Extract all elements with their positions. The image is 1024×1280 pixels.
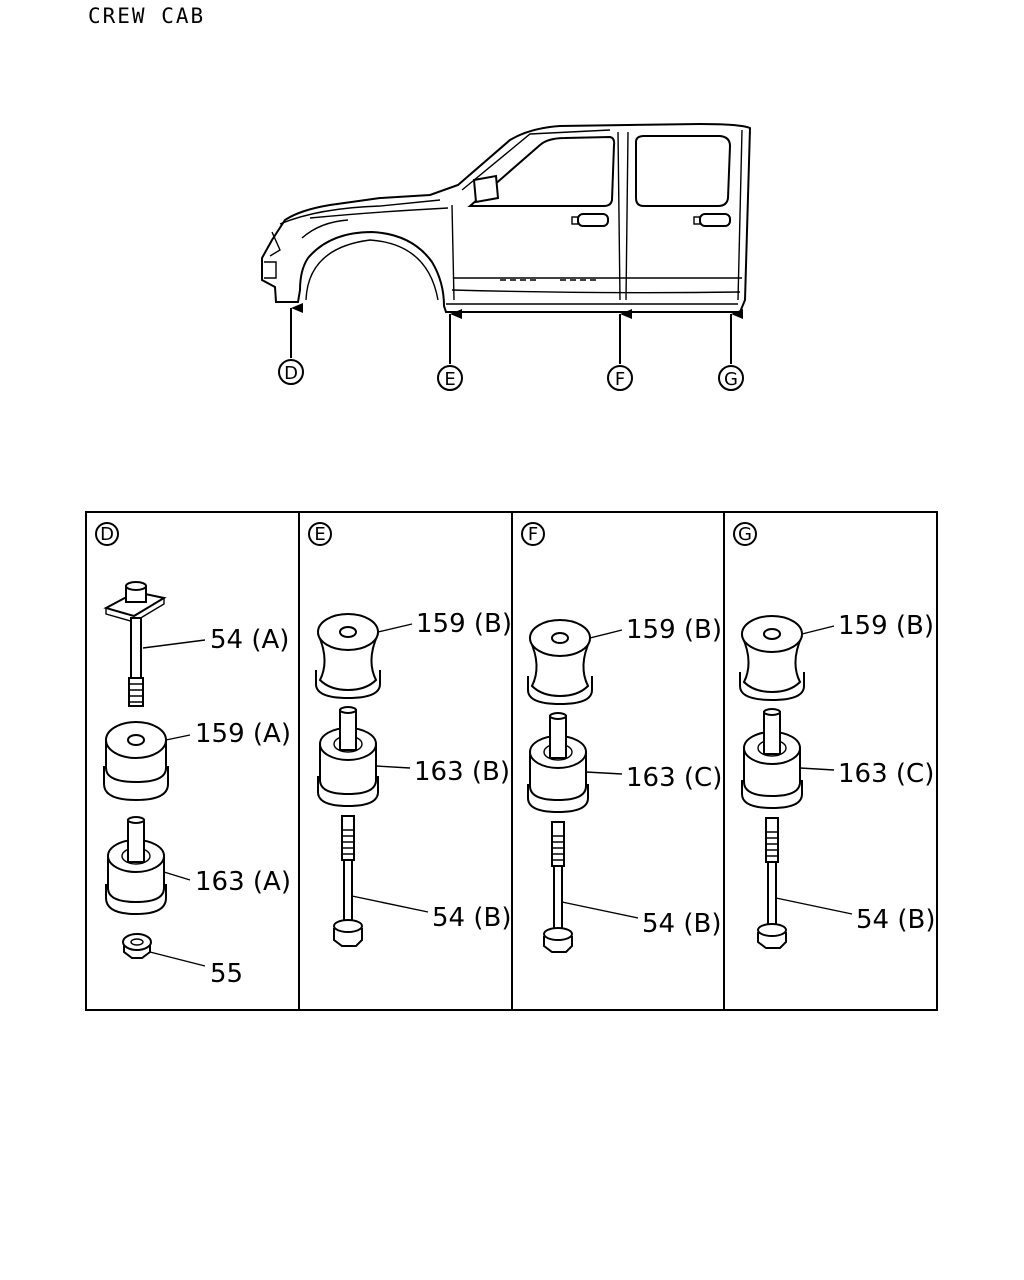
svg-text:D: D — [284, 363, 298, 384]
part-bushing-159a — [103, 721, 169, 802]
part-bushing-163c-g — [741, 708, 803, 810]
label-54b-e: 54 (B) — [432, 903, 511, 933]
label-159b-g: 159 (B) — [838, 611, 934, 641]
part-bolt-54a — [103, 581, 167, 707]
part-bolt-54b-g — [757, 817, 787, 949]
label-163c-g: 163 (C) — [838, 759, 934, 789]
part-bolt-54b-f — [543, 821, 573, 953]
marker-e: E — [437, 365, 463, 391]
marker-d: D — [278, 359, 304, 385]
label-163c-f: 163 (C) — [626, 763, 722, 793]
part-bushing-159b-g — [739, 615, 805, 702]
panel-g-marker: G — [738, 524, 752, 545]
panel-f-marker: F — [528, 524, 538, 545]
label-54b-f: 54 (B) — [642, 909, 721, 939]
label-54a: 54 (A) — [210, 625, 289, 655]
panel-d: D 54 (A) 159 (A) — [95, 522, 291, 989]
label-159b-f: 159 (B) — [626, 615, 722, 645]
marker-f: F — [607, 365, 633, 391]
part-nut-55 — [122, 933, 152, 959]
panel-d-marker: D — [100, 524, 114, 545]
diagram-title: CREW CAB — [88, 4, 206, 28]
label-159a: 159 (A) — [195, 719, 291, 749]
label-55: 55 — [210, 959, 243, 989]
panel-e: E 159 (B) 163 (B) 54 (B) — [308, 522, 512, 947]
panel-e-marker: E — [314, 524, 325, 545]
label-163b-e: 163 (B) — [414, 757, 510, 787]
label-159b-e: 159 (B) — [416, 609, 512, 639]
part-bushing-159b-e — [315, 613, 381, 700]
marker-g: G — [718, 365, 744, 391]
panel-f: F 159 (B) 163 (C) 54 (B) — [521, 522, 722, 953]
detail-panels-frame — [85, 511, 938, 1011]
part-bushing-163a — [105, 816, 167, 916]
panel-g: G 159 (B) 163 (C) 54 (B) — [733, 522, 935, 949]
label-163a: 163 (A) — [195, 867, 291, 897]
part-bushing-163b-e — [317, 706, 379, 808]
part-bushing-159b-f — [527, 619, 593, 706]
truck-side-view — [261, 122, 752, 313]
part-bolt-54b-e — [333, 815, 363, 947]
svg-text:E: E — [444, 369, 455, 390]
svg-text:F: F — [615, 369, 625, 390]
part-bushing-163c-f — [527, 712, 589, 814]
label-54b-g: 54 (B) — [856, 905, 935, 935]
svg-text:G: G — [724, 369, 738, 390]
